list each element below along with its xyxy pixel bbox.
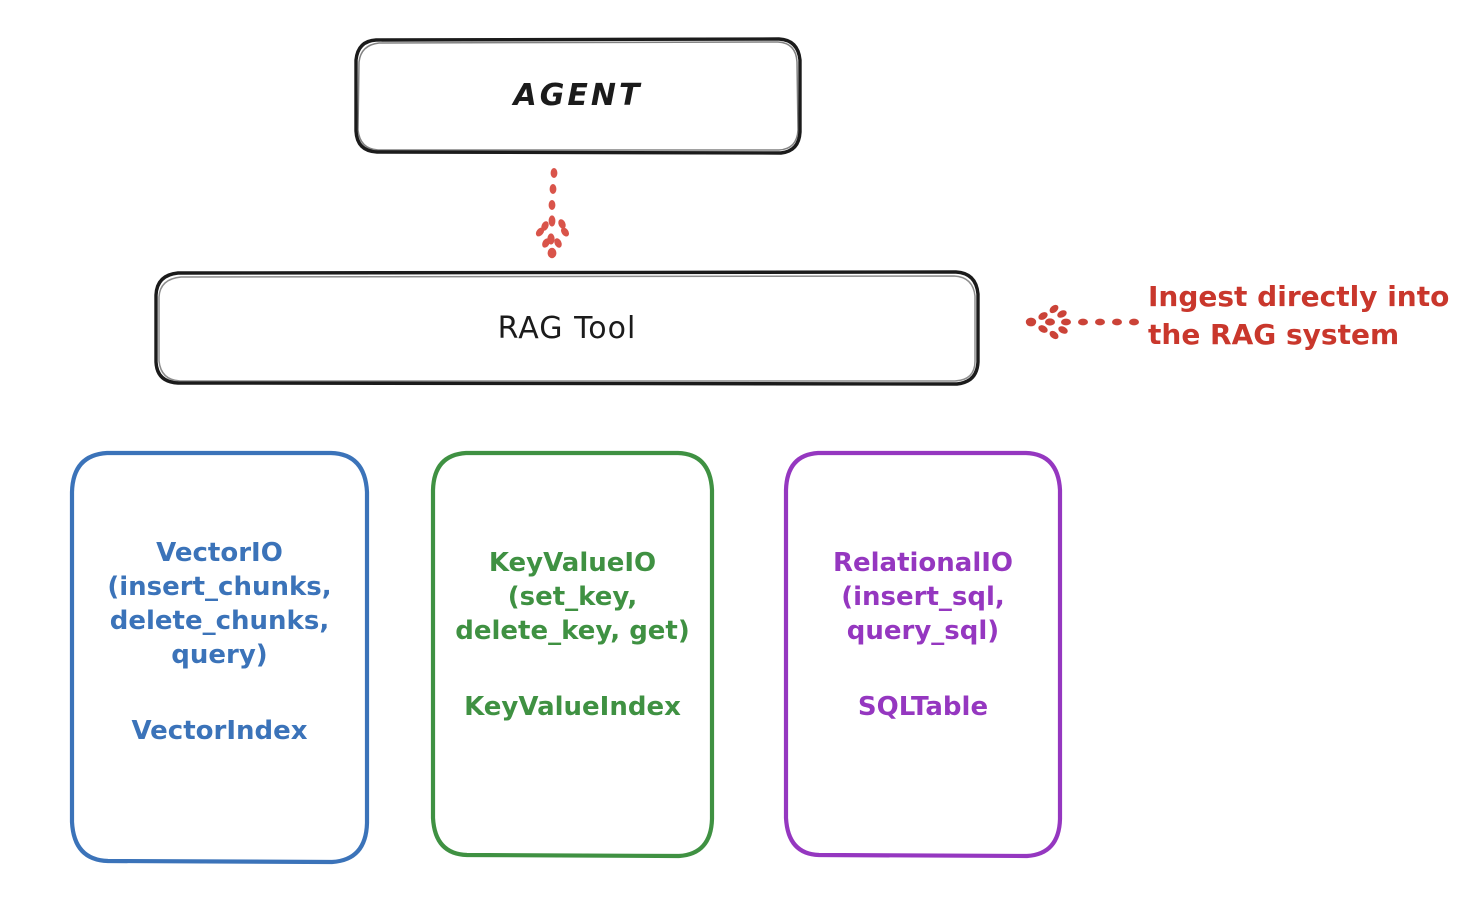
agent-box-outline <box>354 37 802 155</box>
vector-io-box-outline <box>69 450 370 865</box>
connector-agent-to-rag-tool <box>535 168 570 259</box>
agent-label: AGENT <box>513 78 643 113</box>
ingest-annotation-text: Ingest directly into the RAG system <box>1148 280 1450 351</box>
relational-io-index-label: SQLTable <box>857 692 989 722</box>
agent-node[interactable]: AGENT <box>355 38 801 153</box>
key-value-io-index-label: KeyValueIndex <box>464 692 681 722</box>
key-value-io-node[interactable]: KeyValueIO (set_key, delete_key, get) Ke… <box>432 452 713 856</box>
rag-tool-box-outline <box>154 270 980 386</box>
vector-io-node[interactable]: VectorIO (insert_chunks, delete_chunks, … <box>71 452 368 863</box>
vector-io-api-label: VectorIO (insert_chunks, delete_chunks, … <box>107 538 332 670</box>
relational-io-api-label: RelationalIO (insert_sql, query_sql) <box>832 548 1014 646</box>
relational-io-node[interactable]: RelationalIO (insert_sql, query_sql) SQL… <box>785 452 1061 856</box>
rag-tool-label: RAG Tool <box>497 310 637 346</box>
connector-ingest-to-rag-tool <box>1025 304 1139 340</box>
rag-tool-node[interactable]: RAG Tool <box>155 272 979 384</box>
relational-io-box-outline <box>783 450 1063 859</box>
vector-io-index-label: VectorIndex <box>131 716 308 746</box>
key-value-io-api-label: KeyValueIO (set_key, delete_key, get) <box>455 548 690 646</box>
key-value-io-box-outline <box>430 450 715 859</box>
